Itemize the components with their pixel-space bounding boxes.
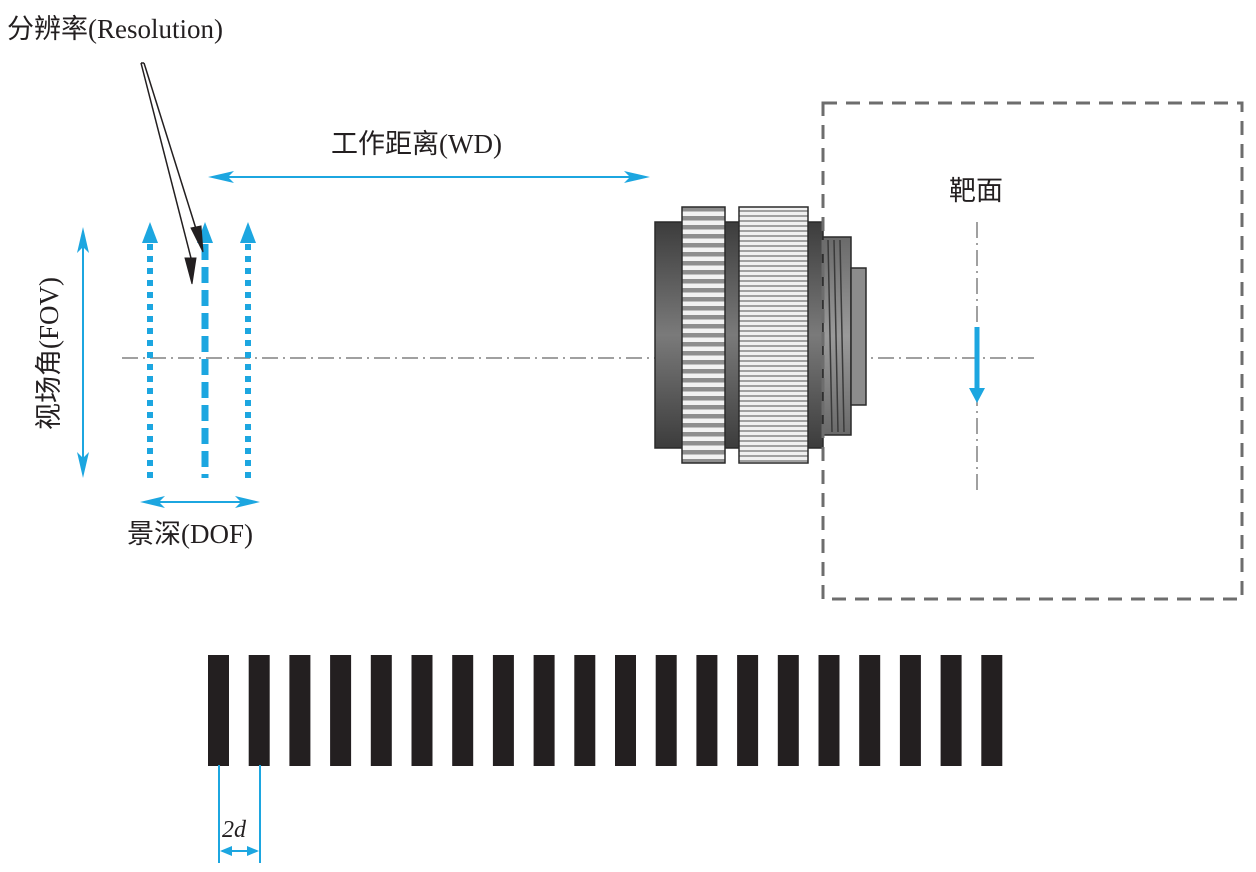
image-arrow (969, 327, 985, 403)
test-bar (940, 655, 962, 766)
fov-label: 视场角(FOV) (34, 277, 64, 430)
test-bar (696, 655, 718, 766)
test-bar (777, 655, 799, 766)
test-bar (655, 655, 677, 766)
dof-arrow (140, 496, 260, 508)
test-bar (452, 655, 474, 766)
test-bar (737, 655, 759, 766)
test-bar (533, 655, 555, 766)
working-distance-arrow (208, 171, 650, 183)
best-focus-line (197, 222, 213, 478)
camera-body-outline (821, 101, 1244, 601)
test-bar (289, 655, 311, 766)
lens-mount (850, 267, 867, 406)
test-bar (248, 655, 270, 766)
resolution-test-pattern (208, 655, 1003, 766)
test-bar (899, 655, 921, 766)
lens (654, 206, 867, 464)
far-focus-line (240, 222, 256, 478)
test-bar (208, 655, 229, 766)
test-bar (574, 655, 596, 766)
test-bar (411, 655, 433, 766)
test-bar (492, 655, 514, 766)
working-distance-label: 工作距离(WD) (331, 129, 502, 159)
test-bar (818, 655, 840, 766)
resolution-label: 分辨率(Resolution) (7, 14, 223, 44)
focus-ring (681, 206, 726, 464)
near-focus-line (142, 222, 158, 478)
line-pair-dimension (218, 765, 261, 863)
resolution-pointers (140, 62, 204, 285)
aperture-ring (738, 206, 809, 464)
target-plane-label: 靶面 (949, 176, 1003, 206)
line-pair-label: 2d (222, 817, 246, 843)
dof-object-lines (142, 222, 256, 478)
test-bar (981, 655, 1003, 766)
dof-label: 景深(DOF) (127, 519, 253, 549)
test-bar (859, 655, 881, 766)
fov-arrow (77, 227, 89, 478)
test-bar (615, 655, 636, 766)
test-bar (370, 655, 392, 766)
test-bar (330, 655, 352, 766)
